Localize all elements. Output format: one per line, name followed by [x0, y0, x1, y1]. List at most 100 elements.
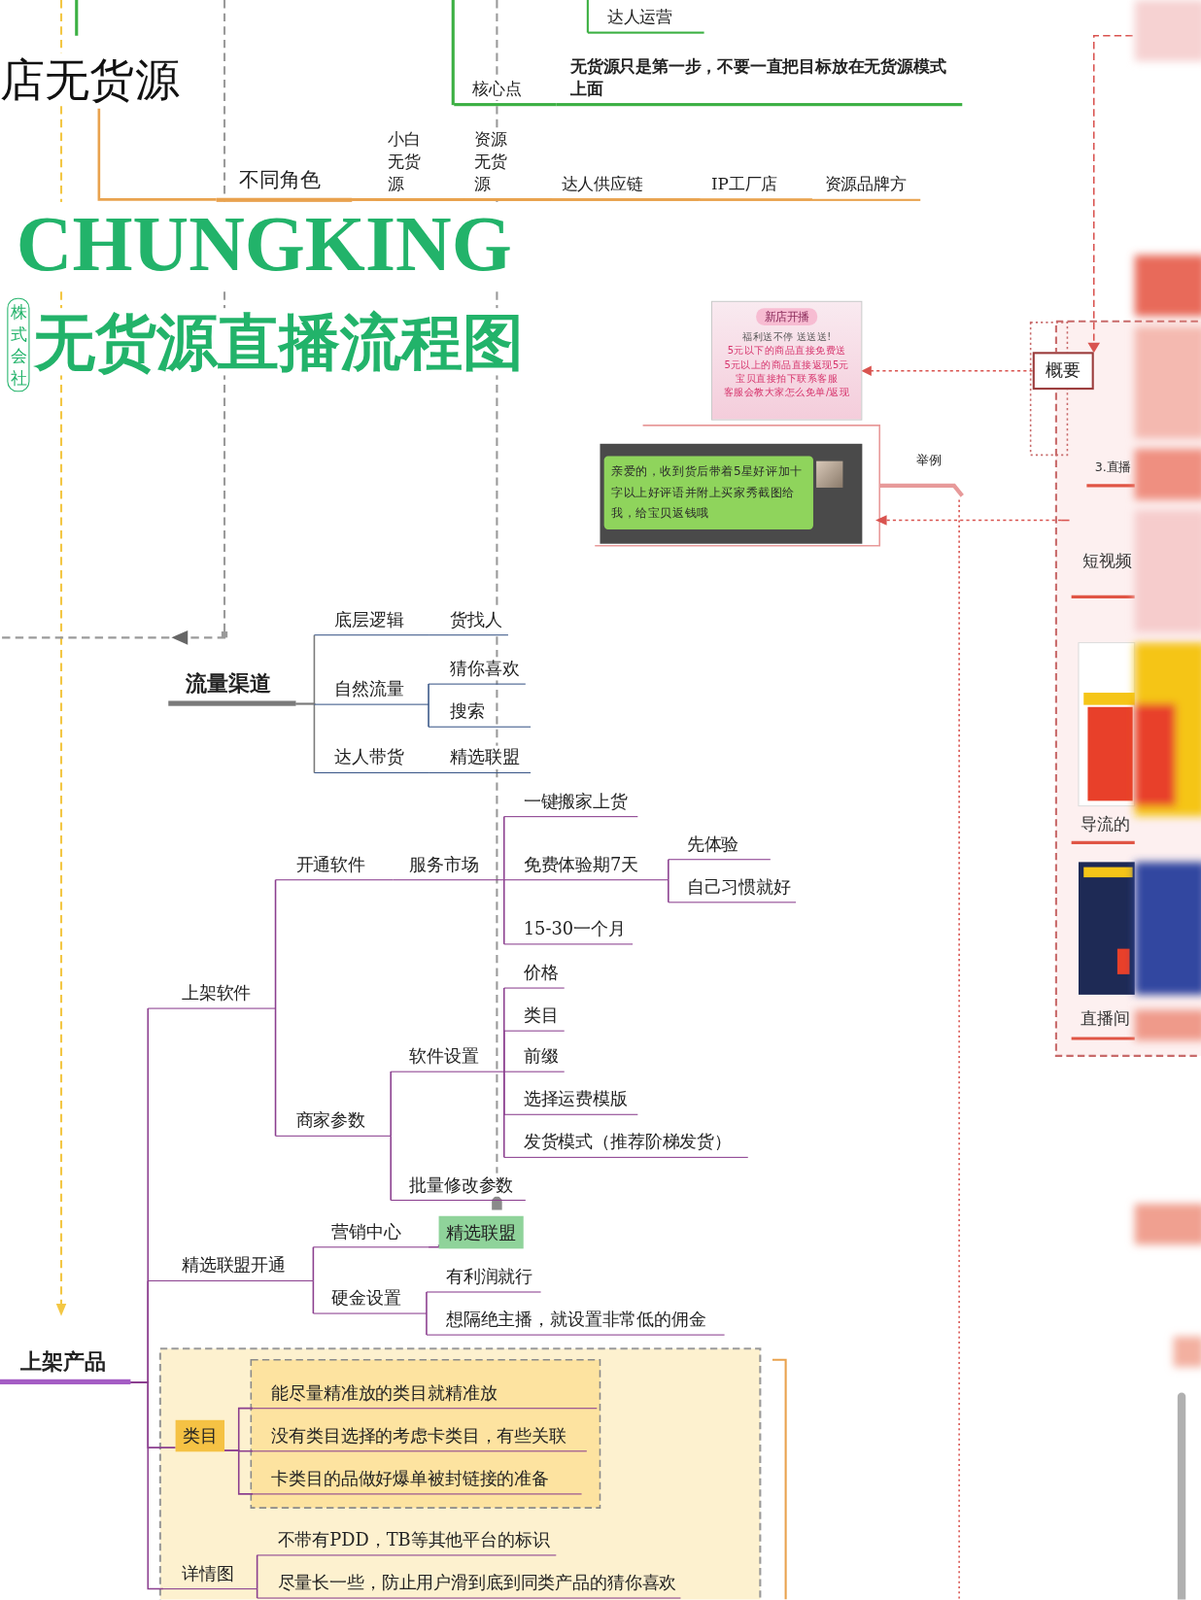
screenshot-thumb [1078, 643, 1135, 807]
branch-line [74, 0, 78, 36]
node-text: 猜你喜欢 [449, 656, 519, 682]
node-text: 无货源只是第一步，不要一直把目标放在无货源模式上面 [570, 54, 959, 100]
pointer-line [879, 485, 962, 497]
node-text: 核心点 [472, 76, 521, 100]
branch-connector [224, 1450, 253, 1495]
branch-connector [224, 1408, 253, 1452]
section-label: 导流的 [1080, 815, 1130, 833]
node-text: 资源品牌方 [824, 173, 907, 197]
branch-node: 能尽量精准放的类目就精准放 [252, 1381, 597, 1410]
branch-node: 前缀 [504, 1044, 565, 1073]
branch-node: 达人运营 [587, 5, 705, 34]
branch-node: 上架软件 [147, 981, 275, 1010]
scrollbar [1177, 1392, 1186, 1600]
underline [1071, 841, 1135, 845]
branch-node: 一键搬家上货 [504, 789, 639, 819]
branch-node: 达人带货 [313, 745, 429, 774]
branch-node: 开通软件 [275, 853, 394, 882]
frame-line [594, 425, 880, 547]
arrow-head [171, 630, 188, 646]
box-text: 精选联盟 [446, 1220, 515, 1244]
node-text: 精选联盟 [449, 745, 519, 770]
diagram-title: 无货源直播流程图 [34, 308, 524, 376]
screenshot-thumb [1078, 861, 1135, 996]
screenshot-text: 福利送不停 送送送! [742, 329, 831, 344]
underline [1071, 1036, 1135, 1040]
node-text: 资源无货源 [474, 128, 509, 197]
branch-node: 底层逻辑 [313, 608, 429, 637]
underline [1086, 483, 1134, 487]
node-text: 硬金设置 [331, 1286, 401, 1311]
node-text: 想隔绝主播，就设置非常低的佣金 [446, 1307, 707, 1333]
node-text: 自然流量 [334, 677, 404, 702]
branch-node: 15-30一个月 [504, 917, 633, 946]
branch-node: 小白无货源 [375, 128, 464, 202]
node-text: 能尽量精准放的类目就精准放 [271, 1381, 497, 1407]
heading-text: 店无货源 [0, 53, 180, 106]
branch-node: 上架产品 [0, 1347, 131, 1386]
branch-node: 有利润就行 [426, 1265, 542, 1294]
arrow-head [56, 1303, 68, 1317]
dashed-link [0, 636, 170, 639]
chat-text: 亲爱的，收到货后带着5星好评加十字以上好评语并附上买家秀截图给我，给宝贝返钱哦 [611, 464, 803, 521]
branch-node: 不带有PDD，TB等其他平台的标识 [257, 1528, 557, 1557]
node-text: 批量修改参数 [409, 1172, 514, 1198]
node-text: 自己习惯就好 [686, 875, 791, 900]
branch-connector [130, 1008, 148, 1383]
section-label: 短视频 [1082, 551, 1132, 570]
branch-node: 没有类目选择的考虑卡类目，有些关联 [252, 1424, 586, 1453]
dashed-link [60, 0, 63, 1304]
group-frame [160, 1348, 760, 1600]
bracket [772, 1360, 787, 1600]
branch-node: IP工厂店 [698, 173, 812, 202]
node-text: 详情图 [181, 1561, 235, 1586]
stamp-text: 株式会社 [6, 298, 30, 393]
box-text: 概要 [1045, 359, 1081, 383]
node-text: 精选联盟开通 [181, 1253, 286, 1278]
branch-node: 免费体验期7天 [504, 853, 669, 882]
node-text: 货找人 [449, 608, 503, 633]
branch-node: 硬金设置 [312, 1286, 427, 1315]
branch-node: 批量修改参数 [390, 1172, 526, 1201]
node-text: 上架软件 [181, 981, 251, 1006]
arrow-head [875, 514, 888, 526]
node-text: 免费体验期7天 [523, 853, 639, 878]
arrow-head [491, 1195, 503, 1211]
node-text: 上架产品 [20, 1347, 106, 1377]
branch-node: 搜索 [428, 699, 531, 728]
screenshot-text: 5元以下的商品直接免费送 [727, 343, 847, 358]
node-text: 类目 [523, 1003, 559, 1029]
node-text: 营销中心 [331, 1220, 401, 1245]
node-text: 先体验 [686, 832, 740, 858]
node-text: 达人带货 [334, 745, 404, 770]
branch-node: 类目 [504, 1003, 565, 1032]
screenshot: 新店开播福利送不停 送送送!5元以下的商品直接免费送5元以上的商品直接返现5元宝… [711, 301, 862, 421]
node-text: 搜索 [449, 699, 485, 724]
group-frame [1056, 321, 1201, 1057]
node-text: IP工厂店 [711, 173, 778, 197]
screenshot-thumb [1083, 692, 1135, 706]
screenshot: 亲爱的，收到货后带着5星好评加十字以上好评语并附上买家秀截图给我，给宝贝返钱哦 [599, 444, 862, 545]
branch-connector [130, 1280, 148, 1383]
screenshot-text: 客服会教大家怎么免单/返现 [723, 385, 850, 400]
screenshot-text: 新店开播 [755, 308, 818, 326]
branch-node: 精选联盟开通 [147, 1253, 313, 1282]
chat-bubble: 亲爱的，收到货后带着5星好评加十字以上好评语并附上买家秀截图给我，给宝贝返钱哦 [604, 455, 814, 529]
branch-node: 无货源只是第一步，不要一直把目标放在无货源模式上面 [555, 54, 962, 106]
node-text: 商家参数 [296, 1108, 366, 1133]
branch-node: 服务市场 [392, 853, 504, 882]
node-text: 没有类目选择的考虑卡类目，有些关联 [271, 1424, 566, 1449]
avatar-icon [816, 461, 843, 488]
label-box: 概要 [1032, 351, 1095, 390]
underline [1071, 595, 1135, 599]
topic-heading: 店无货源 [0, 55, 180, 105]
branch-line [451, 0, 455, 105]
branch-node: 精选联盟 [428, 745, 531, 774]
box-text: 类目 [182, 1424, 218, 1448]
end-mark [221, 631, 228, 638]
branch-connector [389, 1071, 392, 1136]
branch-node: 核心点 [453, 76, 556, 105]
branch-node: 货找人 [428, 608, 509, 637]
branch-node: 不同角色 [216, 166, 353, 202]
